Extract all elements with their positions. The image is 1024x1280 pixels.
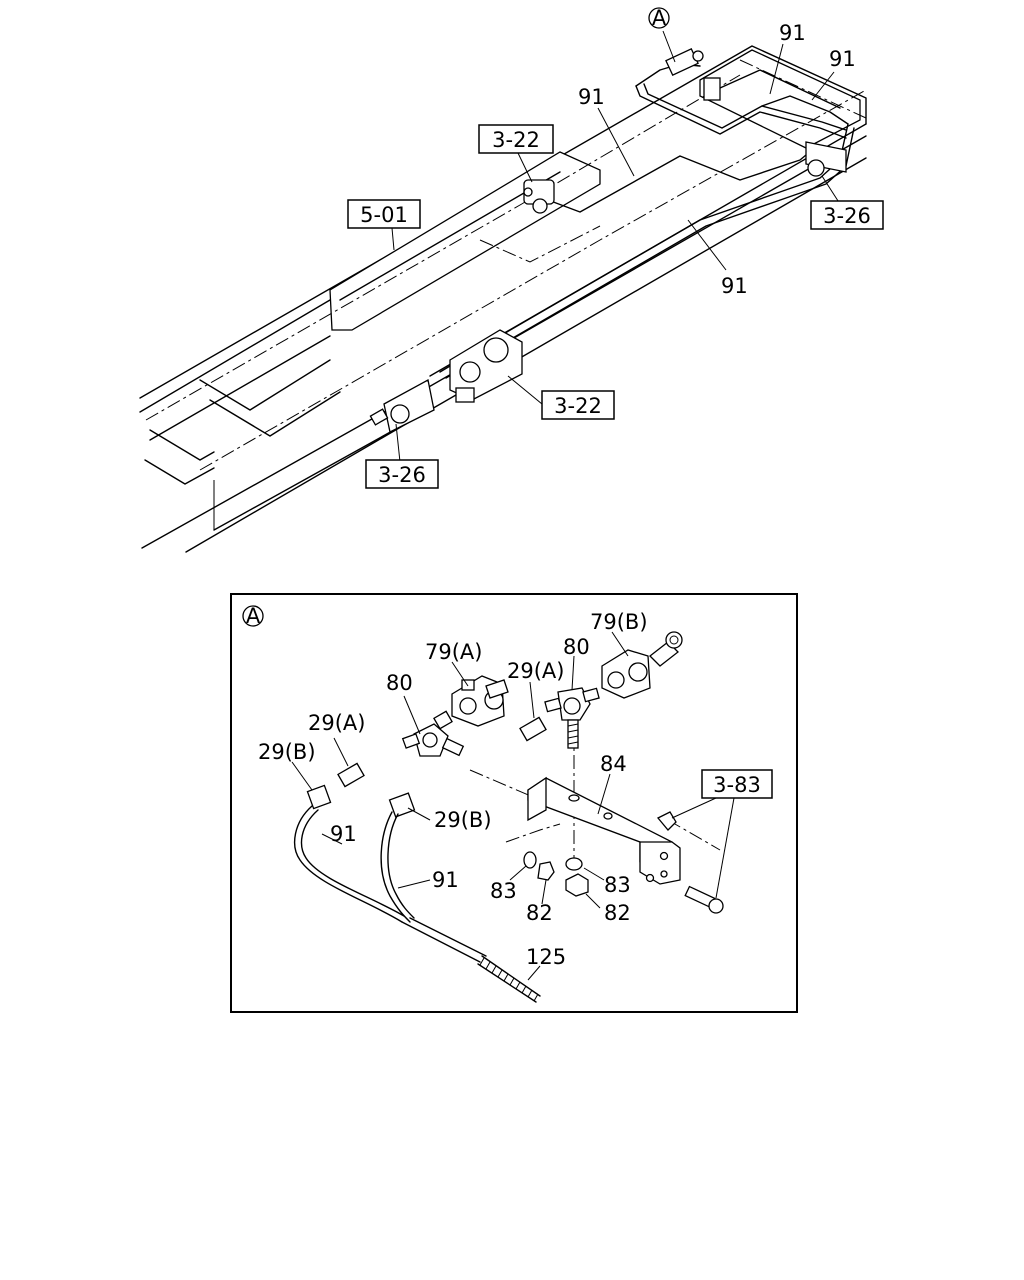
label-125: 125 — [526, 945, 566, 969]
ref-box-3-26-right — [810, 200, 884, 230]
label-pipe-91: 91 — [779, 21, 806, 45]
ref-3-22-bottom: 3-22 — [554, 394, 602, 418]
detail-labels: A 79(A) 79(B) 80 80 29(A) 29(A) 29(B) 29… — [242, 604, 773, 969]
label-29a-left: 29(A) — [308, 711, 365, 735]
ref-3-22-top: 3-22 — [492, 128, 540, 152]
detail-callout-a-circle — [242, 605, 264, 627]
ref-box-3-22-bottom — [541, 390, 615, 420]
label-79b: 79(B) — [590, 610, 648, 634]
detail-callout-a-letter: A — [246, 604, 261, 628]
spring-125 — [477, 955, 541, 1003]
label-pipe-91: 91 — [578, 85, 605, 109]
label-80-left: 80 — [386, 671, 413, 695]
ref-5-01: 5-01 — [360, 203, 408, 227]
chassis-frame-drawing — [139, 45, 867, 553]
label-83-right: 83 — [604, 873, 631, 897]
label-91-right: 91 — [432, 868, 459, 892]
overview-components — [369, 47, 847, 433]
label-84: 84 — [600, 752, 627, 776]
ref-3-26-right: 3-26 — [823, 204, 871, 228]
label-91-left: 91 — [330, 822, 357, 846]
callout-a-circle — [648, 7, 670, 29]
ref-3-83: 3-83 — [713, 773, 761, 797]
label-pipe-91: 91 — [721, 274, 748, 298]
overview-leaders — [391, 30, 841, 463]
label-29a-right: 29(A) — [507, 659, 564, 683]
ref-box-3-26-bottom — [365, 459, 439, 489]
label-29b-right: 29(B) — [434, 808, 492, 832]
detail-a-drawing — [293, 631, 724, 1003]
ref-box-3-83 — [701, 769, 773, 799]
label-79a: 79(A) — [425, 640, 482, 664]
ref-3-26-bottom: 3-26 — [378, 463, 426, 487]
overview-labels: A 91 91 91 91 3-22 5-01 3-26 3-22 3-26 — [347, 6, 884, 489]
label-29b-left: 29(B) — [258, 740, 316, 764]
callout-a-letter: A — [652, 6, 667, 30]
label-83-left: 83 — [490, 879, 517, 903]
label-82-left: 82 — [526, 901, 553, 925]
ref-box-3-22-top — [478, 124, 554, 154]
label-80-right: 80 — [563, 635, 590, 659]
detail-leaders — [291, 631, 735, 981]
label-pipe-91: 91 — [829, 47, 856, 71]
ref-box-5-01 — [347, 199, 421, 229]
label-82-right: 82 — [604, 901, 631, 925]
